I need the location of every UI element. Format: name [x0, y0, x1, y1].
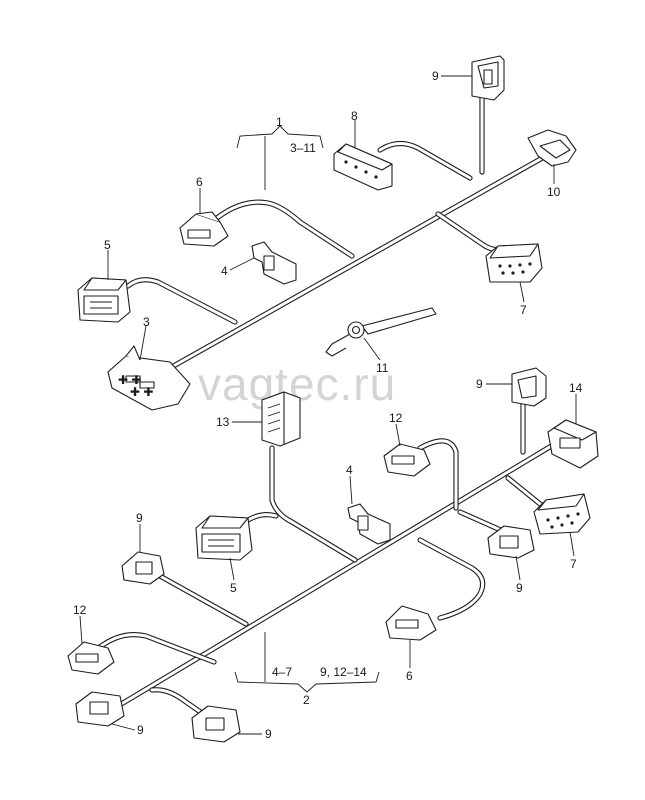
connector-7-lower [533, 493, 591, 535]
label-4a: 4 [221, 264, 228, 278]
label-10: 10 [547, 185, 561, 199]
label-7a: 7 [520, 303, 527, 317]
label-2-range-a: 4–7 [272, 665, 292, 679]
label-9d: 9 [516, 581, 523, 595]
label-9e: 9 [137, 723, 144, 737]
connector-5-lower [195, 515, 253, 561]
label-1-range: 3–11 [290, 141, 316, 155]
harness-2-wires [93, 401, 571, 723]
label-7b: 7 [570, 557, 577, 571]
label-9a: 9 [432, 69, 439, 83]
connector-14 [547, 419, 599, 469]
connector-9-bottom-left [75, 691, 125, 727]
connector-9-left [121, 551, 165, 585]
clip-4-top [251, 241, 297, 285]
connector-9-mid [487, 525, 535, 559]
brace-1 [236, 125, 324, 190]
label-9f: 9 [265, 727, 272, 741]
connector-3: ✚ ✚ ✚ ✚ [107, 345, 191, 411]
label-2-range-b: 9, 12–14 [320, 665, 367, 679]
harness-1-wires [125, 93, 563, 371]
label-9c: 9 [136, 511, 143, 525]
connector-9-bottom-center [191, 705, 241, 743]
label-6a: 6 [196, 175, 203, 189]
connector-8 [333, 143, 393, 191]
label-12b: 12 [73, 603, 87, 617]
label-8: 8 [351, 109, 358, 123]
svg-text:✚ ✚: ✚ ✚ [130, 385, 153, 399]
brace-2 [234, 632, 380, 693]
label-4b: 4 [346, 463, 353, 477]
svg-text:✚ ✚: ✚ ✚ [118, 373, 141, 387]
connector-6-lower [385, 605, 437, 641]
sensor-11 [325, 307, 437, 357]
label-5b: 5 [230, 581, 237, 595]
label-12a: 12 [389, 411, 403, 425]
connector-12-left [67, 641, 115, 675]
label-3: 3 [143, 315, 150, 329]
label-9b: 9 [476, 377, 483, 391]
connector-9-right [511, 367, 547, 407]
connector-10 [527, 129, 577, 167]
connector-5-top [77, 277, 131, 323]
label-6b: 6 [406, 669, 413, 683]
label-13: 13 [216, 415, 230, 429]
label-11: 11 [376, 361, 389, 375]
connector-9-top [471, 55, 505, 101]
leader-lines [79, 75, 577, 735]
label-1: 1 [276, 115, 283, 129]
part-labels: 1 3–11 2 4–7 9, 12–14 3 4 4 5 5 6 6 7 7 … [73, 69, 583, 741]
label-5a: 5 [104, 238, 111, 252]
label-2: 2 [303, 693, 310, 707]
connector-7-top [485, 243, 543, 283]
label-14: 14 [569, 381, 583, 395]
connector-6-top [179, 211, 229, 247]
connector-13 [261, 391, 301, 447]
clip-4-lower [347, 503, 391, 545]
